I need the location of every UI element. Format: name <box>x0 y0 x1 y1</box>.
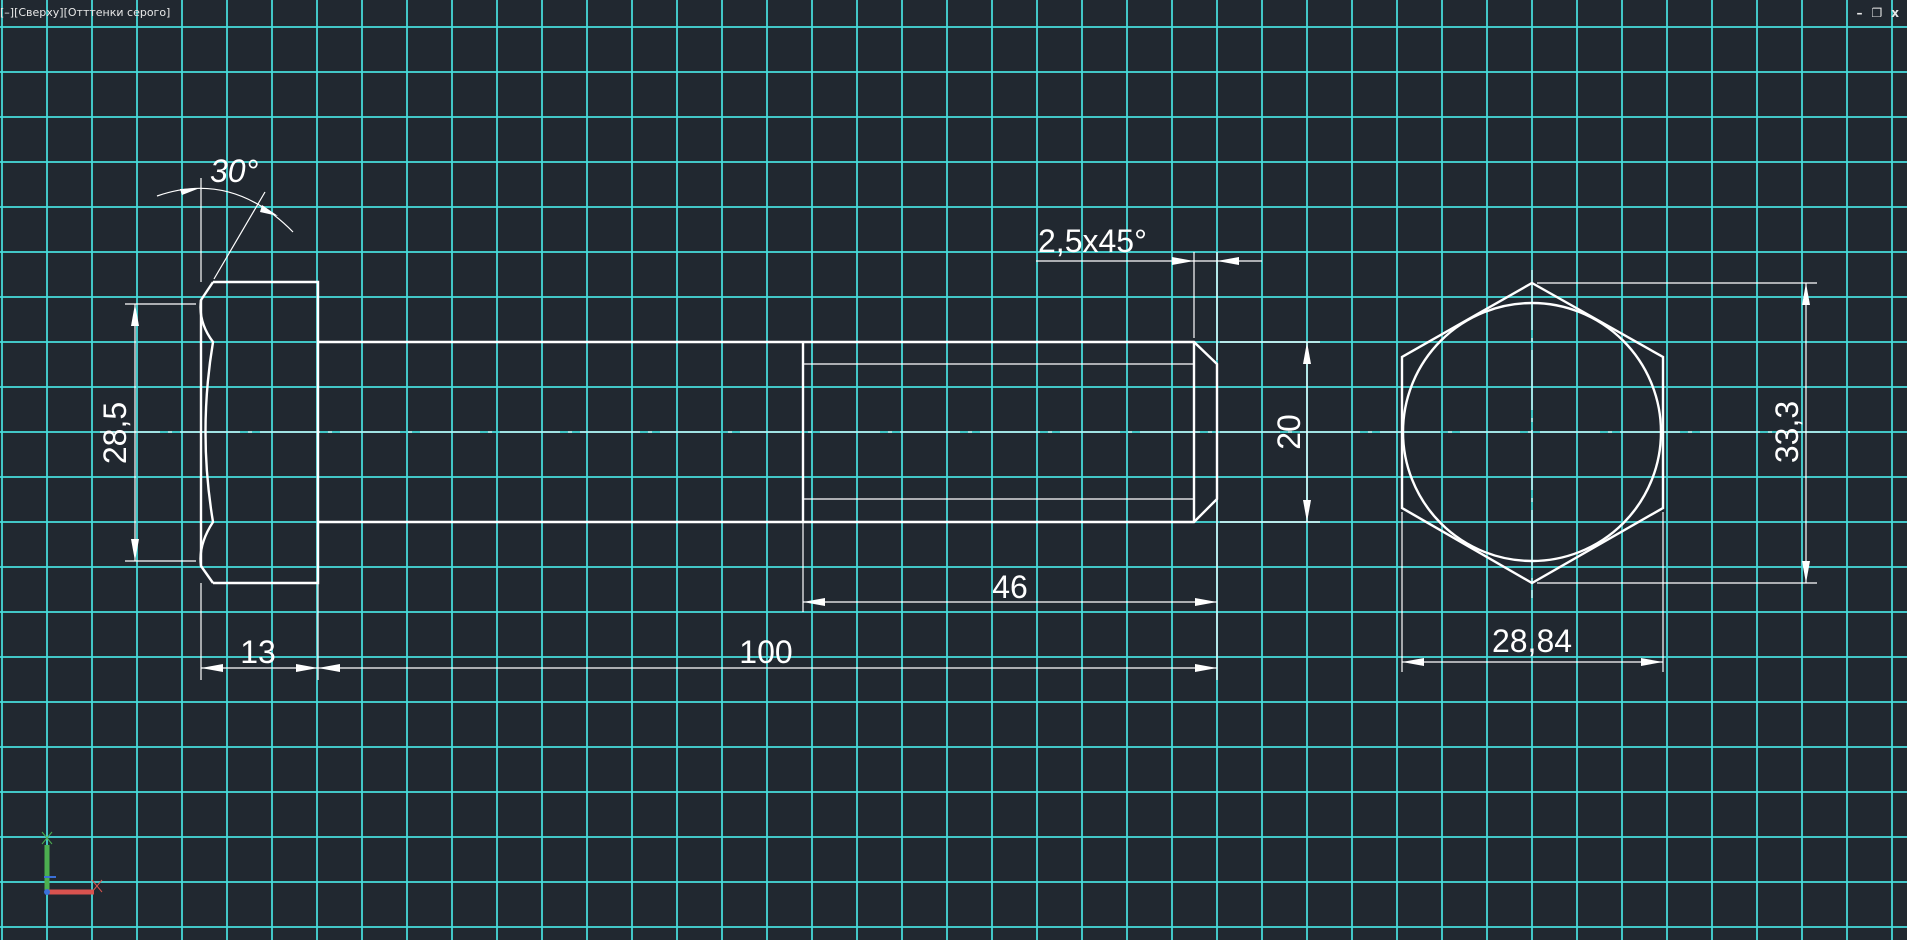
bolt-head-outline <box>213 280 320 585</box>
across-corners-dimension-text: 33,3 <box>1769 401 1805 463</box>
minimize-button[interactable]: – <box>1856 6 1863 20</box>
dimensions: 30° 28,5 13 100 46 2,5x45° <box>97 153 1817 680</box>
bolt-end-view <box>1400 281 1665 585</box>
across-flats-dimension-text: 28,84 <box>1492 623 1572 659</box>
bolt-head-chamfer-arcs <box>199 281 215 584</box>
thread-length-dimension-text: 46 <box>992 569 1028 605</box>
angle-dimension-text: 30° <box>210 153 259 189</box>
chamfer-circle <box>1401 301 1663 563</box>
viewport-controls-label[interactable]: [–][Сверху][Отттенки серого] <box>0 6 171 19</box>
bolt-shank-outline <box>318 340 1219 524</box>
ucs-icon <box>41 831 103 895</box>
chamfer-dimension-text: 2,5x45° <box>1038 223 1147 259</box>
restore-button[interactable]: ❐ <box>1871 6 1883 20</box>
viewport-window-controls: – ❐ x <box>1856 6 1899 20</box>
total-length-dimension-text: 100 <box>739 634 792 670</box>
head-length-dimension-text: 13 <box>240 634 276 670</box>
bolt-side-view <box>199 280 1219 585</box>
hexagon-outline <box>1400 281 1665 585</box>
close-button[interactable]: x <box>1891 6 1899 20</box>
diameter-dimension-text: 20 <box>1271 414 1307 450</box>
head-height-dimension-text: 28,5 <box>97 402 133 464</box>
